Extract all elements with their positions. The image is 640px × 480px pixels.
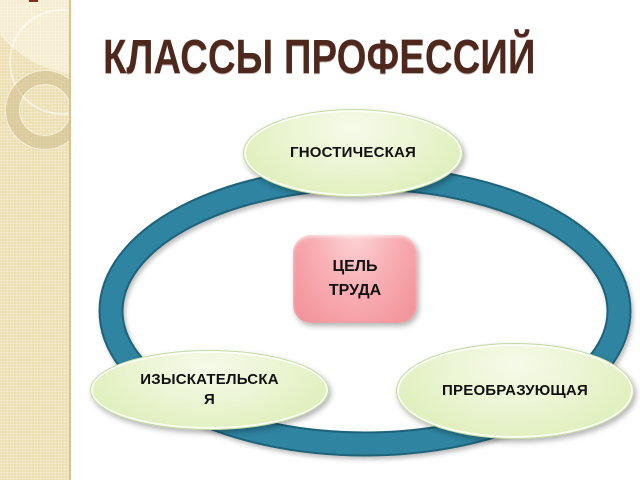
node-label: ГНОСТИЧЕСКАЯ: [290, 143, 416, 161]
node-label: ИЗЫСКАТЕЛЬСКА Я: [140, 370, 279, 408]
center-node-tsel-truda: ЦЕЛЬ ТРУДА: [293, 235, 417, 323]
node-izyskatelskaya: ИЗЫСКАТЕЛЬСКА Я: [90, 350, 329, 430]
center-node-label: ЦЕЛЬ ТРУДА: [328, 258, 382, 299]
corner-mark: [29, 0, 38, 2]
node-label: ПРЕОБРАЗУЮЩАЯ: [442, 381, 588, 399]
sidebar-decoration: [0, 0, 71, 480]
slide-title: КЛАССЫ ПРОФЕССИЙ: [103, 31, 536, 84]
node-preobrazuyushchaya: ПРЕОБРАЗУЮЩАЯ: [396, 343, 634, 439]
node-gnosticheskaya: ГНОСТИЧЕСКАЯ: [243, 109, 463, 197]
